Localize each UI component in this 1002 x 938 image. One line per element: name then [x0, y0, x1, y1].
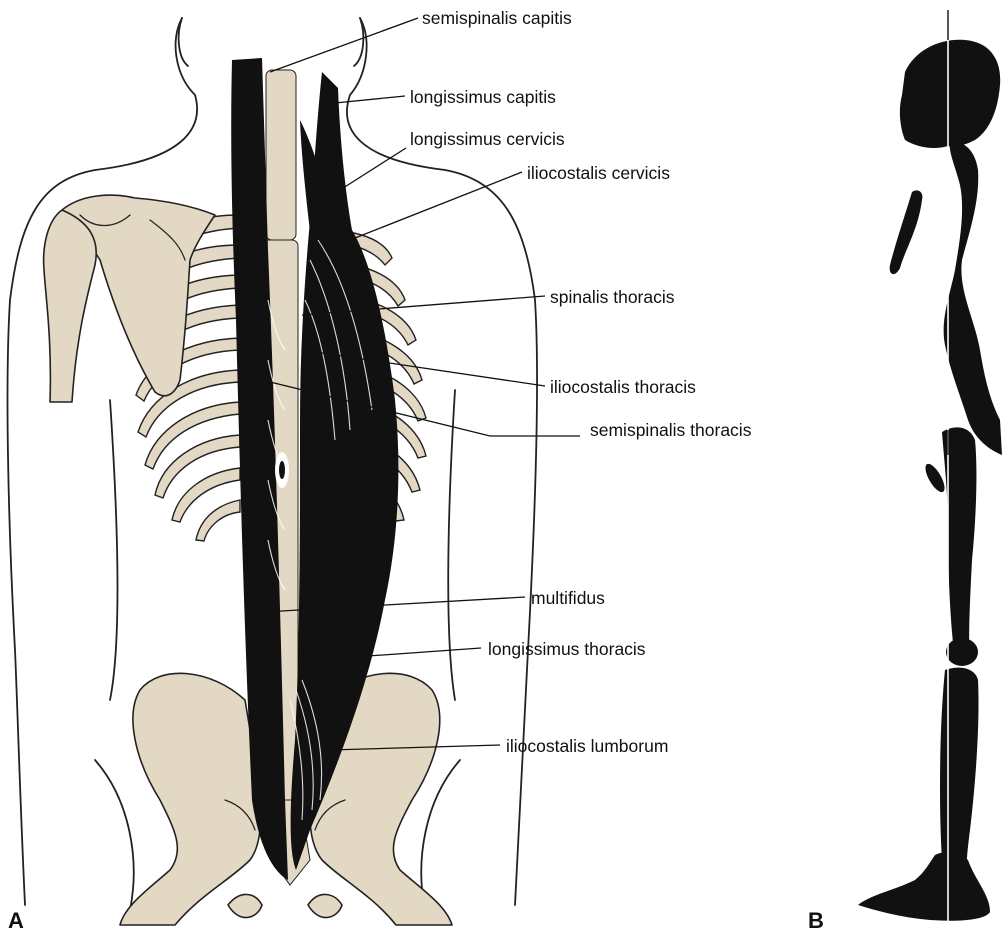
label-iliocostalis-cervicis: iliocostalis cervicis — [527, 163, 670, 183]
label-multifidus: multifidus — [531, 588, 605, 608]
panel-b-illustration: B — [808, 10, 1002, 933]
muscle-labels: semispinalis capitis longissimus capitis… — [410, 8, 752, 756]
panel-label-a: A — [8, 908, 24, 933]
label-spinalis-thoracis: spinalis thoracis — [550, 287, 675, 307]
label-iliocostalis-lumborum: iliocostalis lumborum — [506, 736, 668, 756]
label-iliocostalis-thoracis: iliocostalis thoracis — [550, 377, 696, 397]
label-semispinalis-capitis: semispinalis capitis — [422, 8, 572, 28]
panel-label-b: B — [808, 908, 824, 933]
label-semispinalis-thoracis: semispinalis thoracis — [590, 420, 752, 440]
panel-a-illustration: semispinalis capitis longissimus capitis… — [8, 8, 752, 933]
lateral-body-silhouette — [858, 40, 1002, 921]
scapula-and-humerus — [44, 195, 215, 402]
label-longissimus-cervicis: longissimus cervicis — [410, 129, 565, 149]
label-longissimus-capitis: longissimus capitis — [410, 87, 556, 107]
label-longissimus-thoracis: longissimus thoracis — [488, 639, 646, 659]
